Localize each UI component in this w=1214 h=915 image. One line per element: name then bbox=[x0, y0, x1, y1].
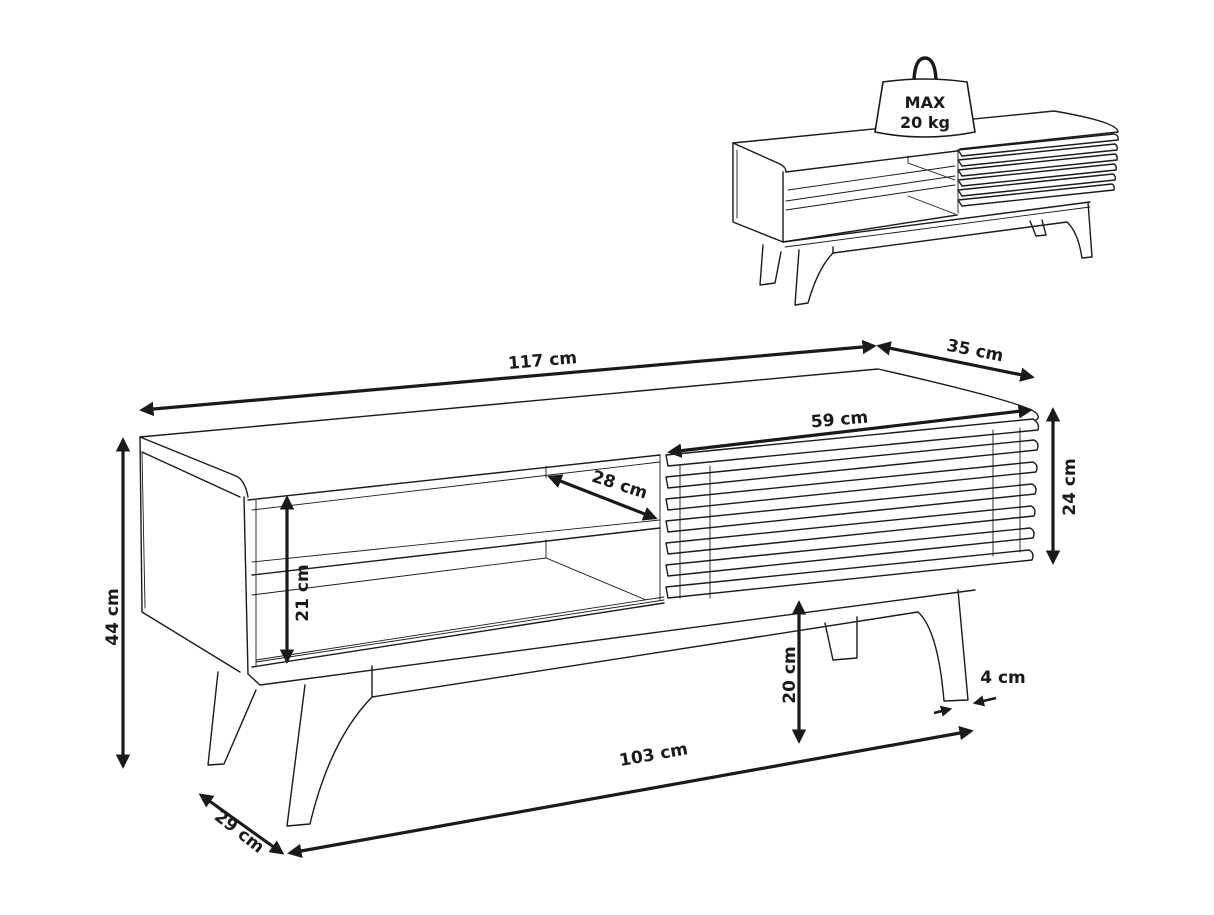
door-width-label: 59 cm bbox=[810, 408, 869, 433]
max-weight-badge: MAX 20 kg bbox=[874, 56, 976, 138]
width-arrow bbox=[139, 339, 877, 417]
height-label: 44 cm bbox=[103, 588, 123, 645]
shelf-depth-label: 28 cm bbox=[589, 467, 650, 504]
leg-span-label: 103 cm bbox=[618, 739, 690, 771]
small-perspective-view: MAX 20 kg bbox=[732, 56, 1119, 306]
dimension-lines bbox=[115, 339, 1061, 859]
compartment-height-label: 21 cm bbox=[293, 564, 313, 621]
width-label: 117 cm bbox=[507, 348, 578, 374]
leg-depth-arrow bbox=[198, 793, 285, 855]
shelf-depth-arrow bbox=[547, 474, 658, 521]
leg-depth-label: 29 cm bbox=[210, 807, 268, 858]
legs bbox=[207, 589, 969, 827]
leg-width-arrow-left bbox=[933, 705, 953, 717]
weight-label: 20 kg bbox=[900, 113, 950, 132]
leg-height-label: 20 cm bbox=[780, 646, 800, 703]
door-width-arrow bbox=[667, 404, 1033, 458]
dimension-labels: 117 cm 35 cm 44 cm 59 cm 24 cm 28 cm 21 … bbox=[103, 336, 1080, 858]
leg-span-arrow bbox=[287, 725, 974, 859]
leg-width-arrow-right bbox=[972, 695, 997, 707]
depth-arrow bbox=[876, 341, 1035, 382]
max-label: MAX bbox=[905, 93, 946, 112]
small-slat-door bbox=[957, 133, 1119, 214]
door-height-label: 24 cm bbox=[1060, 458, 1080, 515]
main-view bbox=[139, 368, 1040, 827]
leg-width-label: 4 cm bbox=[980, 668, 1026, 688]
